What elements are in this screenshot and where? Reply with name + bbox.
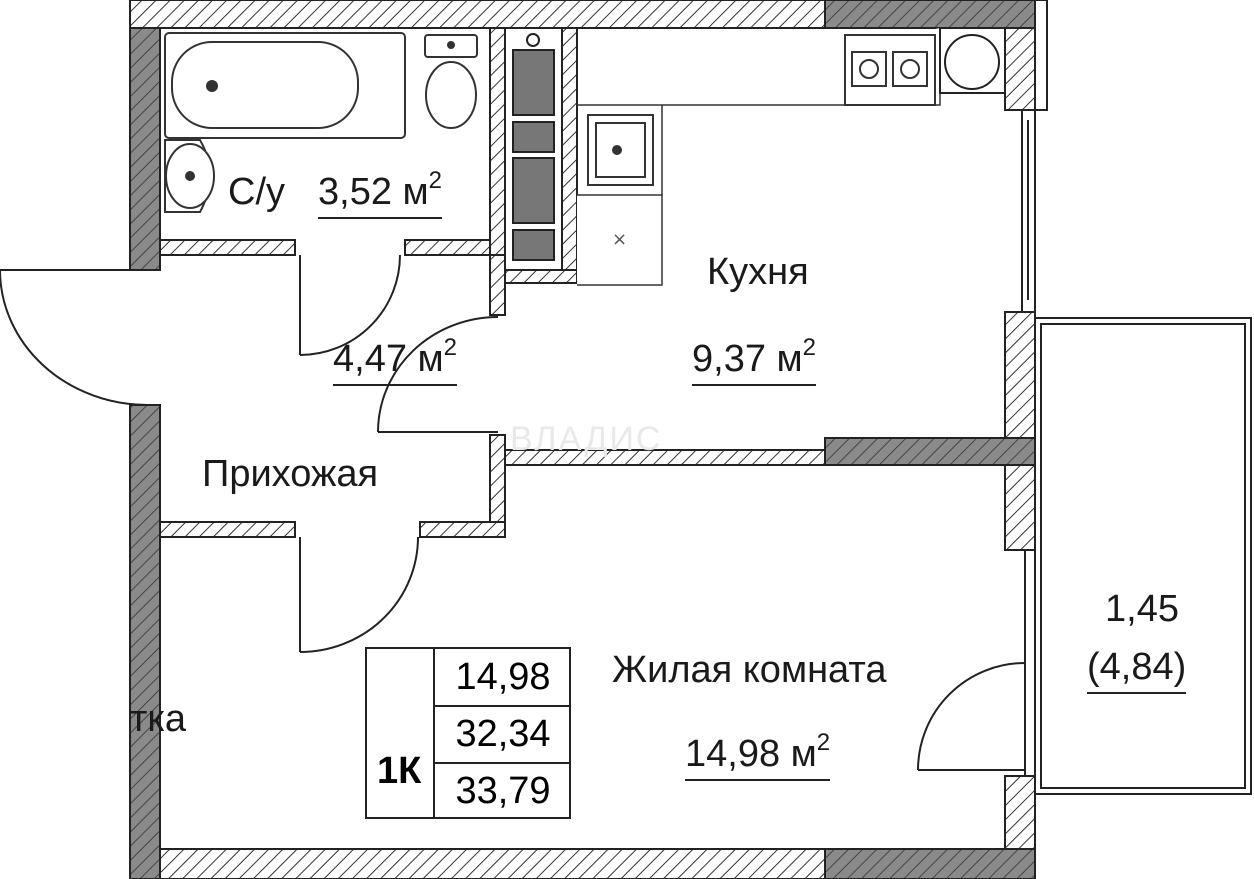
kitchen-area: 9,37 м2 [692, 336, 817, 386]
bath-bottom-wall-right [404, 239, 501, 256]
toilet-icon [424, 34, 478, 129]
wall-right-top [1004, 27, 1036, 111]
watermark: ВЛАДИС [510, 420, 663, 458]
shaft-bottom [504, 269, 578, 284]
bathroom-door [299, 254, 401, 356]
hall-area: 4,47 м2 [333, 336, 458, 386]
apartment-type: 1К [377, 750, 422, 792]
wall-top-dark [824, 0, 1036, 29]
wall-right-bottom [1004, 775, 1036, 850]
living-room-area: 14,98 м2 [685, 731, 831, 781]
outer-walls [129, 0, 1036, 879]
wall-bottom [159, 848, 826, 879]
wall-bottom-dark [824, 848, 1036, 879]
hall-kitchen-wall-lower [489, 434, 506, 536]
kitchen-sink-icon [587, 114, 654, 186]
ventilation-shaft [504, 27, 563, 271]
hall-living-wall-right [419, 521, 506, 538]
bathroom-area: 3,52 м2 [318, 169, 443, 219]
apartment-type-cell: 1К [367, 649, 435, 817]
windows [1021, 0, 1048, 777]
hall-kitchen-wall-upper [489, 254, 506, 316]
cross-mark-icon: × [612, 229, 627, 250]
kitchen-door [377, 316, 499, 433]
hall-living-wall-left [159, 521, 296, 538]
bathtub-icon [164, 32, 406, 139]
shaft-right-wall [561, 27, 578, 284]
kitchen-living-wall-dark [824, 437, 1036, 466]
washing-machine-icon [939, 27, 1006, 94]
living-room-door [299, 536, 419, 653]
bath-right-wall [489, 27, 506, 256]
balcony-area-full: (4,84) [1087, 648, 1187, 694]
wall-right-mid [1004, 311, 1036, 551]
balcony-area: 1,45 [1105, 588, 1179, 630]
living-area-value: 14,98 [435, 649, 571, 707]
wall-top [129, 0, 826, 29]
area-summary-table: 1К 14,98 32,34 33,79 [365, 647, 571, 819]
window-living [1024, 549, 1036, 777]
hallway-name: Прихожая [202, 453, 379, 495]
wall-left-upper [129, 27, 161, 271]
doors [0, 254, 1026, 771]
wall-left-lower [129, 404, 161, 879]
total-with-balcony-value: 33,79 [455, 770, 551, 812]
balcony-door [917, 662, 1026, 771]
sink-icon [164, 139, 215, 213]
living-room-name: Жилая комната [612, 649, 887, 691]
cut-label: тка [130, 698, 186, 740]
total-area-value: 32,34 [435, 706, 571, 764]
entrance-door [0, 269, 149, 406]
kitchen-name: Кухня [707, 251, 809, 293]
stove-icon [844, 34, 936, 106]
bath-bottom-wall-left [159, 239, 296, 256]
balcony [1034, 317, 1252, 795]
bathroom-name: С/у [228, 171, 285, 213]
